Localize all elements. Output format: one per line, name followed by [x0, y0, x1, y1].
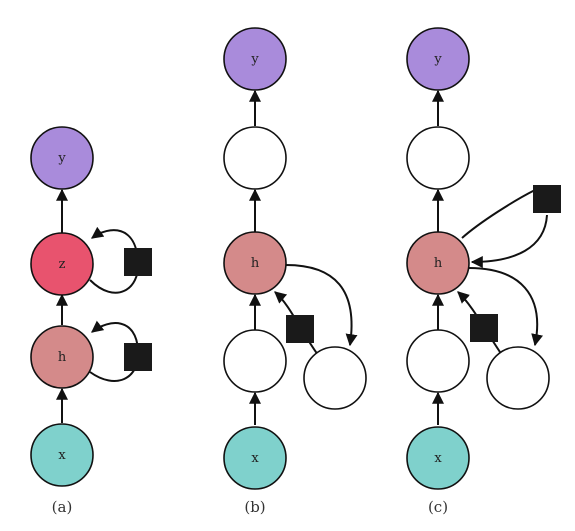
- node-h-label: h: [434, 256, 443, 271]
- delay-square-c-low: [470, 314, 498, 342]
- panel-label-a: (a): [52, 498, 73, 516]
- panel-b: y h x (b): [223, 27, 367, 516]
- node-x-label: x: [58, 448, 66, 463]
- node-state-circle: [486, 346, 550, 410]
- node-x: x: [30, 423, 94, 487]
- node-z-circle: [30, 232, 94, 296]
- node-output-circle: [223, 126, 287, 190]
- delay-square-z: [124, 248, 152, 276]
- delay-square-b: [286, 315, 314, 343]
- edge-top-recurrent-out: [461, 189, 536, 239]
- node-input-empty: [406, 329, 470, 393]
- node-state-empty: [303, 346, 367, 410]
- node-y-label: y: [250, 52, 259, 67]
- edge-h-to-state: [285, 264, 358, 347]
- node-input-empty: [223, 329, 287, 393]
- delay-square-h: [124, 343, 152, 371]
- node-y-label: y: [433, 52, 442, 67]
- node-state-empty: [486, 346, 550, 410]
- node-x-label: x: [251, 451, 259, 466]
- node-output-empty: [406, 126, 470, 190]
- node-x: x: [406, 426, 470, 490]
- node-x-circle: [223, 426, 287, 490]
- delay-square-c-high: [533, 185, 561, 213]
- node-y-circle: [30, 126, 94, 190]
- node-y: y: [30, 126, 94, 190]
- panel-a: y z h x (a): [30, 126, 152, 516]
- node-input-circle: [406, 329, 470, 393]
- node-y-circle: [406, 27, 470, 91]
- node-h: h: [30, 325, 94, 389]
- node-h-label: h: [58, 350, 67, 365]
- panel-label-b: (b): [244, 498, 265, 516]
- node-y-label: y: [57, 151, 66, 166]
- panel-c: y h x (c): [406, 27, 561, 516]
- node-output-circle: [406, 126, 470, 190]
- node-h: h: [406, 231, 470, 295]
- edge-h-to-state: [468, 267, 543, 347]
- node-h-circle: [406, 231, 470, 295]
- node-x-circle: [406, 426, 470, 490]
- node-x: x: [223, 426, 287, 490]
- node-output-empty: [223, 126, 287, 190]
- node-x-label: x: [434, 451, 442, 466]
- edge-top-recurrent-in: [470, 214, 548, 268]
- node-input-circle: [223, 329, 287, 393]
- node-state-circle: [303, 346, 367, 410]
- panel-label-c: (c): [428, 498, 448, 516]
- node-y-circle: [223, 27, 287, 91]
- node-z-label: z: [59, 257, 66, 272]
- node-h: h: [223, 231, 287, 295]
- node-y: y: [223, 27, 287, 91]
- node-y: y: [406, 27, 470, 91]
- node-h-label: h: [251, 256, 260, 271]
- node-z: z: [30, 232, 94, 296]
- node-x-circle: [30, 423, 94, 487]
- node-h-circle: [30, 325, 94, 389]
- node-h-circle: [223, 231, 287, 295]
